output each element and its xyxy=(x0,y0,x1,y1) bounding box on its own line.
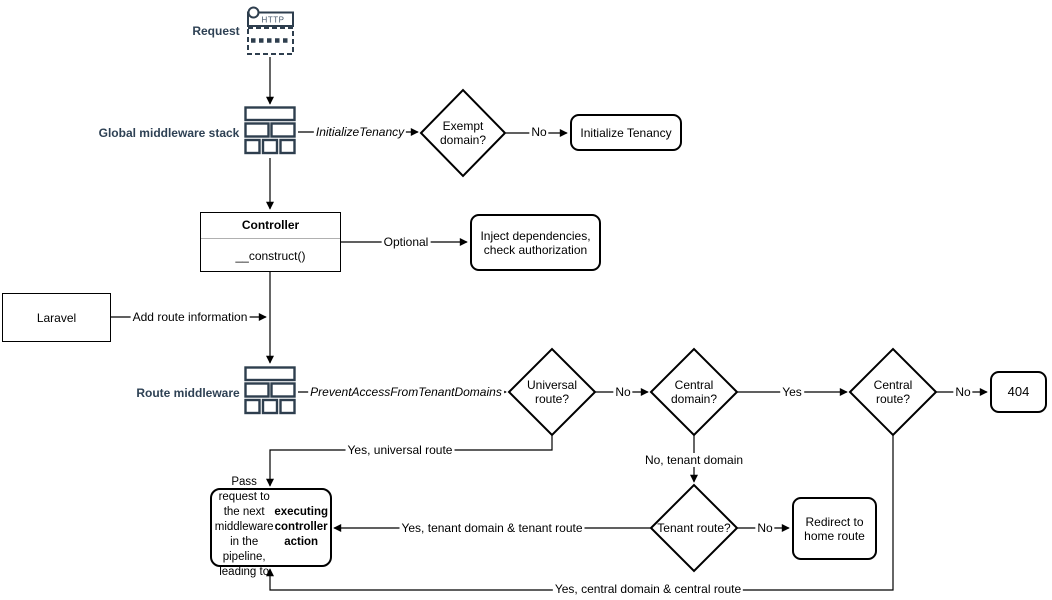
laravel-node: Laravel xyxy=(2,293,111,342)
initialize-tenancy-node: Initialize Tenancy xyxy=(570,114,682,151)
pass-request-bold-text: executing controller action xyxy=(274,506,328,548)
universal-route-label: Universal route? xyxy=(526,378,577,406)
decision-exempt-domain xyxy=(419,88,507,178)
controller-title: Controller xyxy=(201,213,340,239)
edge-label-universal-no: No xyxy=(613,385,633,399)
controller-method: __construct() xyxy=(235,248,306,263)
global-middleware-label: Global middleware stack xyxy=(98,126,240,140)
edge-label-optional: Optional xyxy=(381,235,431,249)
edge-label-initialize-tenancy: InitializeTenancy xyxy=(313,125,407,139)
edge-label-add-route-information: Add route information xyxy=(130,310,250,324)
edge-label-yes-tenant-domain-route: Yes, tenant domain & tenant route xyxy=(399,521,585,535)
request-label: Request xyxy=(192,24,240,38)
http-request-icon: HTTP xyxy=(247,6,294,55)
http-caption: HTTP xyxy=(262,16,285,25)
redirect-home-node: Redirect to home route xyxy=(792,497,877,560)
pass-request-node: Pass request to the next middleware in t… xyxy=(210,476,332,578)
not-found-node: 404 xyxy=(990,371,1047,413)
middleware-stack-icon xyxy=(244,106,296,155)
edge-label-yes-central-domain-route: Yes, central domain & central route xyxy=(552,582,744,596)
decision-tenant-route xyxy=(649,483,739,573)
exempt-domain-label: Exempt domain? xyxy=(439,119,487,147)
decision-central-route xyxy=(848,347,938,437)
decision-universal-route xyxy=(507,347,597,437)
edge-label-central-domain-yes: Yes xyxy=(780,385,804,399)
route-middleware-label: Route middleware xyxy=(136,386,240,400)
central-route-label: Central route? xyxy=(873,378,913,406)
edge-label-prevent-access: PreventAccessFromTenantDomains xyxy=(308,385,504,399)
edge-label-exempt-no: No xyxy=(529,125,549,139)
tenant-route-label: Tenant route? xyxy=(657,521,731,535)
edge-label-central-route-no: No xyxy=(953,385,973,399)
pass-request-text: Pass request to the next middleware in t… xyxy=(214,476,274,578)
controller-node: Controller __construct() xyxy=(200,212,341,272)
middleware-stack-icon xyxy=(244,366,296,415)
edge-label-tenant-no: No xyxy=(755,521,775,535)
central-domain-label: Central domain? xyxy=(670,378,718,406)
inject-dependencies-node: Inject dependencies, check authorization xyxy=(470,214,601,271)
edge-label-yes-universal-route: Yes, universal route xyxy=(345,443,455,457)
decision-central-domain xyxy=(649,347,739,437)
edge-label-no-tenant-domain: No, tenant domain xyxy=(642,453,746,467)
